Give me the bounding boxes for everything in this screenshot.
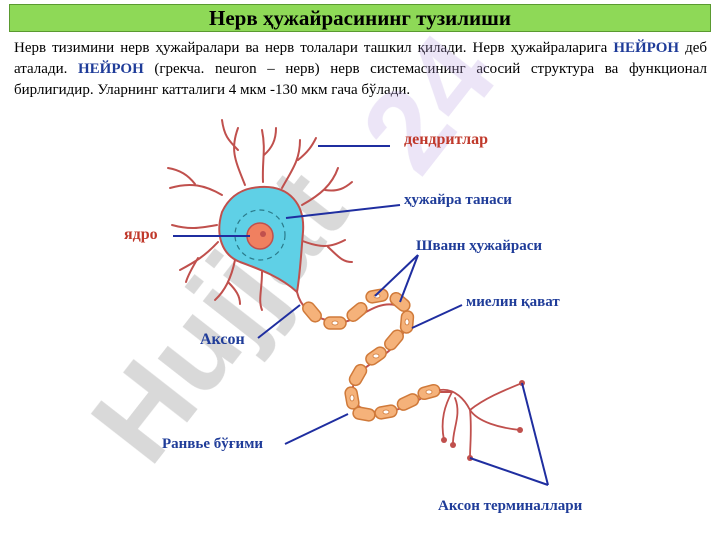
nucleolus xyxy=(260,231,266,237)
schwann-nuclei xyxy=(331,293,433,415)
term-neuron-2: НЕЙРОН xyxy=(77,61,144,77)
myelin-segment xyxy=(384,329,404,351)
dendrites xyxy=(167,119,353,311)
myelin-segment xyxy=(346,302,368,322)
myelin-segment xyxy=(352,406,376,422)
intro-text-1: Нерв тизимини нерв ҳужайралари ва нерв т… xyxy=(14,40,614,56)
label-dendrites: дендритлар xyxy=(404,131,488,148)
intro-text-3: (грекча. neuron – нерв) нерв системасини… xyxy=(14,61,707,98)
title-banner: Нерв ҳужайрасининг тузилиши xyxy=(9,4,711,32)
label-myelin: миелин қават xyxy=(466,294,560,310)
label-cell-body: ҳужайра танаси xyxy=(404,192,512,208)
label-ranvier: Ранвье бўғими xyxy=(162,436,264,452)
intro-text-2: деб аталади. xyxy=(14,40,708,77)
intro-paragraph: Нерв тизимини нерв ҳужайралари ва нерв т… xyxy=(14,38,707,101)
svg-text:24: 24 xyxy=(336,11,521,196)
label-axon-terminals: Аксон терминаллари xyxy=(438,498,583,514)
nucleus-membrane xyxy=(234,209,286,261)
myelin-sheath xyxy=(302,288,441,422)
label-schwann-cell: Шванн ҳужайраси xyxy=(416,238,543,254)
axon-terminals xyxy=(439,382,523,459)
label-nucleus: ядро xyxy=(124,226,158,243)
leader-lines xyxy=(173,145,549,486)
term-neuron-1: НЕЙРОН xyxy=(613,40,680,56)
label-axon: Аксон xyxy=(200,331,245,348)
myelin-segment xyxy=(302,301,322,323)
myelin-segment xyxy=(396,393,420,411)
nucleus xyxy=(246,222,274,250)
myelin-segment xyxy=(348,363,368,387)
page-title: Нерв ҳужайрасининг тузилиши xyxy=(209,5,511,30)
